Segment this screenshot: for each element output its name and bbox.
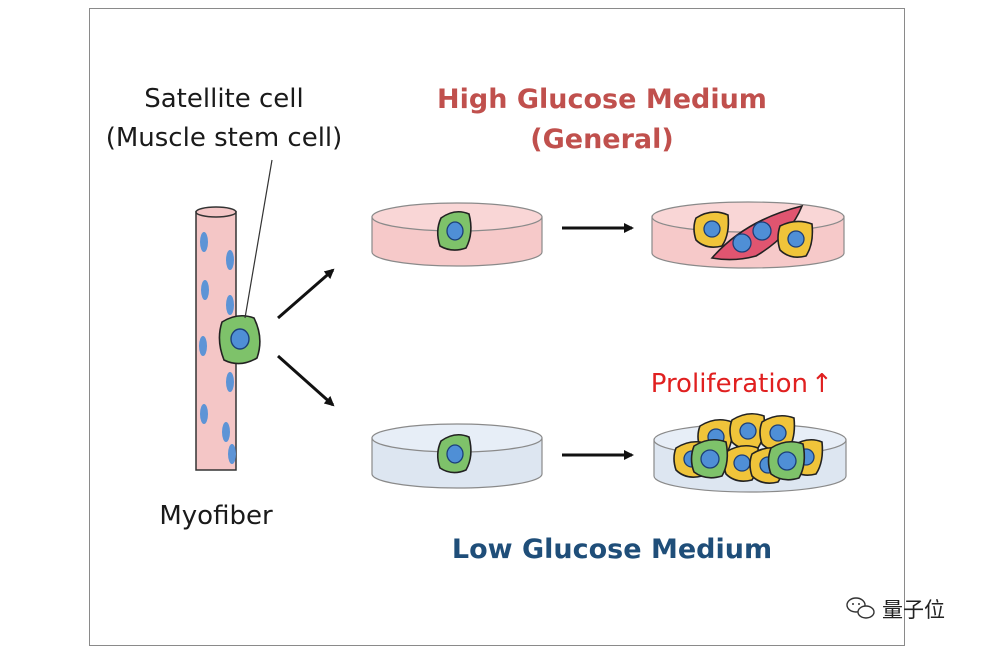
satellite-cell-label: Satellite cell [144,84,304,114]
nucleus [752,221,772,241]
nucleus [732,233,752,253]
up-arrow-icon: ↑ [811,369,833,399]
differentiated-cell [777,220,814,258]
myofiber-nucleus [222,422,230,442]
nucleus [787,230,805,248]
stem-cell [767,440,806,481]
nucleus [446,221,464,241]
myofiber-nucleus [200,404,208,424]
low-dish-result [653,412,847,493]
pointer-line [244,159,273,319]
low-dish-initial [371,423,543,489]
nucleus [739,422,757,440]
nucleus [446,444,464,464]
proliferation-label: Proliferation [651,369,808,399]
myofiber-nucleus [201,280,209,300]
satellite-cell [218,314,261,365]
high-glucose-subtitle: (General) [530,124,673,155]
stem-cell [690,438,729,479]
nucleus [769,424,787,442]
low-glucose-title: Low Glucose Medium [452,534,772,565]
stem-cell [436,433,472,474]
myofiber [195,206,237,471]
high-dish-result [651,201,845,269]
nucleus [733,454,751,472]
arrow-to-high [277,268,335,320]
nucleus [230,328,250,350]
myotube [710,204,804,261]
stem-cell [436,210,472,251]
nucleus [777,451,797,471]
myofiber-nucleus [226,372,234,392]
wechat-icon [846,597,875,619]
myofiber-nucleus [199,336,207,356]
arrow-to-low [277,354,335,407]
myofiber-nucleus [226,295,234,315]
nucleus [703,220,721,238]
high-dish-initial [371,202,543,267]
myofiber-nucleus [200,232,208,252]
myofiber-nucleus [228,444,236,464]
myofiber-nucleus [226,250,234,270]
myofiber-top [195,206,237,218]
watermark-text: 量子位 [882,598,945,622]
myofiber-label: Myofiber [159,501,273,531]
high-glucose-title: High Glucose Medium [437,84,767,115]
differentiated-cell [693,211,730,248]
myofiber-nuclei [199,232,236,464]
nucleus [700,449,720,469]
muscle-stem-cell-label: (Muscle stem cell) [106,123,343,153]
